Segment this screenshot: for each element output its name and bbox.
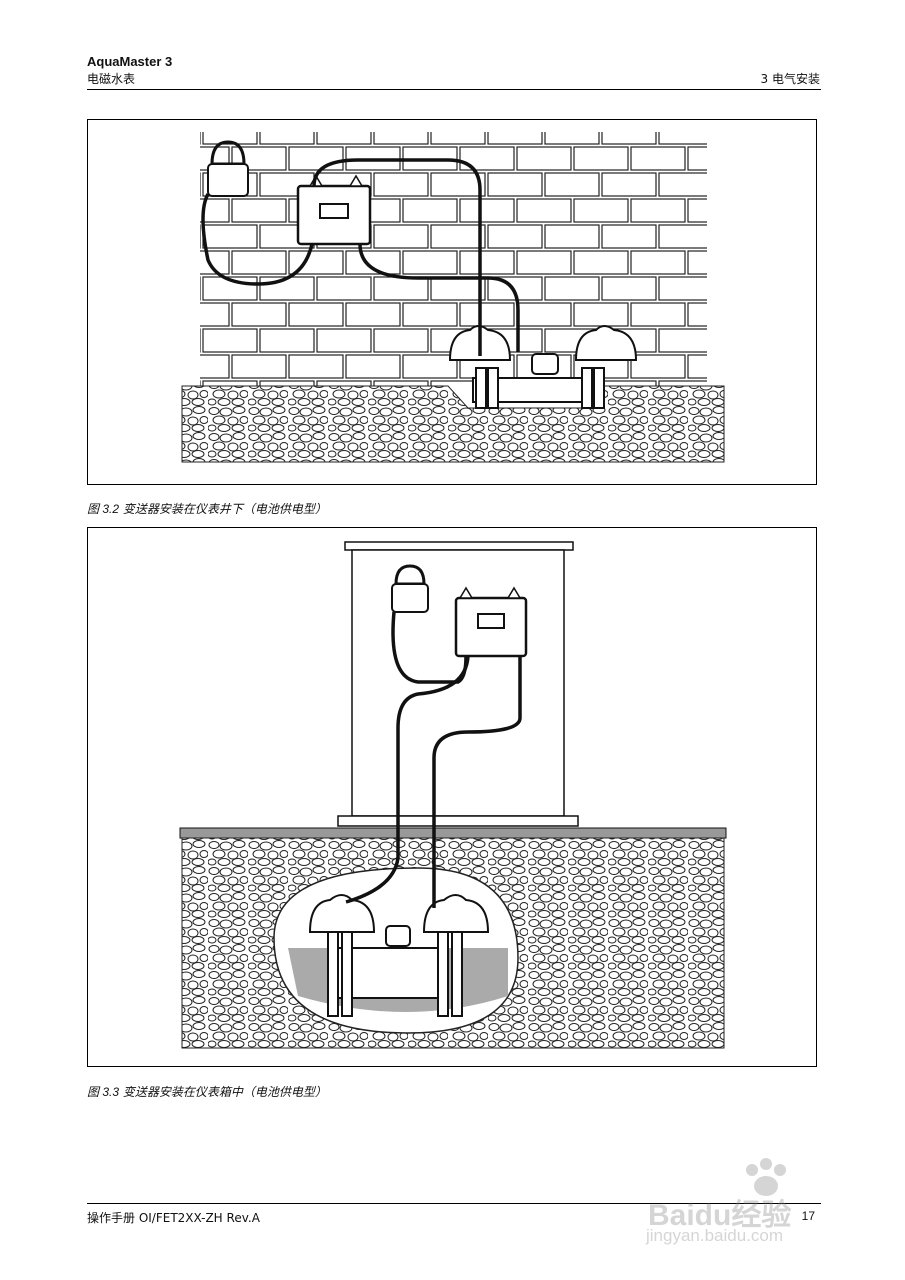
sensor-cable-right (432, 656, 522, 908)
cabinet-mount-illustration (179, 541, 727, 1049)
sensor-cover-left (308, 894, 376, 933)
section-heading: 3 电气安装 (760, 72, 820, 86)
document-title: AquaMaster 3 (87, 54, 173, 69)
figure-caption-text: 变送器安装在仪表井下（电池供电型） (122, 502, 327, 516)
figure-number: 图 3.3 (87, 1085, 120, 1099)
figure-3-2 (87, 119, 817, 485)
header-divider (87, 89, 821, 90)
watermark-url: jingyan.baidu.com (646, 1226, 784, 1245)
meter-head (385, 925, 411, 947)
figure-caption: 图 3.3 变送器安装在仪表箱中（电池供电型） (87, 1083, 327, 1100)
meter-head (531, 353, 559, 375)
sensor-cable-left (312, 158, 482, 356)
battery-cable (201, 193, 314, 286)
page-number: 17 (801, 1209, 815, 1223)
paw-logo-icon (746, 1158, 786, 1196)
figure-number: 图 3.2 (87, 502, 120, 516)
transmitter-display (477, 613, 505, 629)
sensor-cover-right (422, 894, 490, 933)
baidu-watermark: Baidu经验 jingyan.baidu.com (640, 1150, 850, 1250)
figure-caption: 图 3.2 变送器安装在仪表井下（电池供电型） (87, 500, 327, 517)
battery-pack (207, 163, 249, 197)
battery-pack (391, 583, 429, 613)
figure-3-3 (87, 527, 817, 1067)
wall-mount-illustration (181, 132, 725, 463)
manual-reference: 操作手册 OI/FET2XX-ZH Rev.A (87, 1211, 260, 1225)
transmitter-display (319, 203, 349, 219)
figure-caption-text: 变送器安装在仪表箱中（电池供电型） (122, 1085, 327, 1099)
sensor-cable-right (358, 243, 520, 352)
ground-surface (179, 827, 727, 839)
footer-divider (87, 1203, 821, 1204)
document-subtitle: 电磁水表 (87, 72, 136, 86)
ground-gravel (181, 385, 725, 463)
cabinet-roof (344, 541, 574, 551)
sensor-cable-left (345, 655, 470, 904)
sensor-cover-right (574, 325, 638, 361)
watermark-brand: Baidu经验 (648, 1199, 792, 1232)
